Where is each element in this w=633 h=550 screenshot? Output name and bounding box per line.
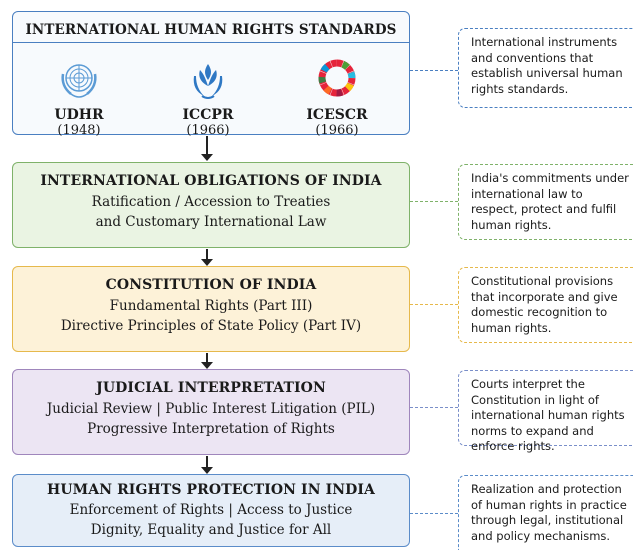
standards-divider: [13, 42, 409, 43]
international-standards-box: INTERNATIONAL HUMAN RIGHTS STANDARDS UDH…: [12, 11, 410, 138]
judicial-title: JUDICIAL INTERPRETATION: [96, 380, 326, 396]
un-emblem-icon: [61, 64, 97, 98]
constitution-line-1: Fundamental Rights (Part III): [109, 298, 313, 314]
iccpr-year: (1966): [186, 123, 230, 138]
icescr-name: ICESCR: [306, 107, 368, 123]
protection-title: HUMAN RIGHTS PROTECTION IN INDIA: [47, 482, 375, 498]
constitution-line-2: Directive Principles of State Policy (Pa…: [60, 318, 362, 334]
iccpr-item: ICCPR (1966): [158, 56, 258, 138]
connector-1: [410, 70, 458, 71]
connector-5: [410, 513, 458, 514]
udhr-name: UDHR: [54, 107, 104, 123]
ohchr-emblem-icon: [193, 64, 223, 99]
connector-2: [410, 201, 458, 202]
judicial-line-1: Judicial Review | Public Interest Litiga…: [46, 401, 376, 417]
udhr-item: UDHR (1948): [29, 56, 129, 138]
standards-title: INTERNATIONAL HUMAN RIGHTS STANDARDS: [25, 22, 397, 38]
rights-protection-box: HUMAN RIGHTS PROTECTION IN INDIA Enforce…: [12, 474, 410, 547]
obligations-line-1: Ratification / Accession to Treaties: [91, 194, 331, 210]
constitution-title: CONSTITUTION OF INDIA: [105, 277, 317, 293]
protection-note: Realization and protection of human righ…: [458, 475, 633, 550]
judicial-interpretation-box: JUDICIAL INTERPRETATION Judicial Review …: [12, 369, 410, 455]
udhr-year: (1948): [57, 123, 101, 138]
constitution-note: Constitutional provisions that incorpora…: [458, 267, 633, 343]
connector-3: [410, 304, 458, 305]
icescr-year: (1966): [315, 123, 359, 138]
constitution-box: CONSTITUTION OF INDIA Fundamental Rights…: [12, 266, 410, 352]
obligations-line-2: and Customary International Law: [95, 214, 327, 230]
international-obligations-box: INTERNATIONAL OBLIGATIONS OF INDIA Ratif…: [12, 162, 410, 248]
iccpr-name: ICCPR: [182, 107, 234, 123]
protection-line-1: Enforcement of Rights | Access to Justic…: [69, 502, 353, 518]
connector-4: [410, 407, 458, 408]
sdg-wheel-icon: [318, 59, 356, 97]
protection-line-2: Dignity, Equality and Justice for All: [90, 522, 332, 538]
standards-note: International instruments and convention…: [458, 28, 633, 108]
obligations-note: India's commitments under international …: [458, 164, 633, 240]
judicial-note: Courts interpret the Constitution in lig…: [458, 370, 633, 453]
icescr-item: ICESCR (1966): [287, 56, 387, 138]
judicial-line-2: Progressive Interpretation of Rights: [87, 421, 335, 437]
obligations-title: INTERNATIONAL OBLIGATIONS OF INDIA: [40, 173, 382, 189]
